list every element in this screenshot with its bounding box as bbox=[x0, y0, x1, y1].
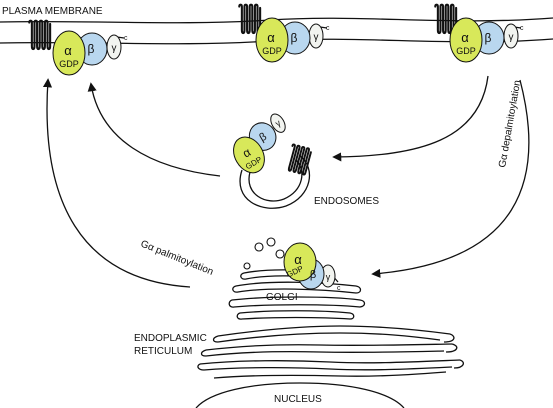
gamma-label: γ bbox=[509, 32, 514, 43]
beta-label: β bbox=[88, 42, 95, 56]
nucleus bbox=[195, 382, 405, 408]
gamma-label: γ bbox=[112, 43, 117, 54]
plasma-membrane-label: PLASMA MEMBRANE bbox=[2, 6, 103, 17]
c-tail-label: c bbox=[337, 285, 341, 292]
er-label-line1: ENDOPLASMIC bbox=[134, 333, 207, 344]
heterotrimer-icon: α GDP β γ c bbox=[283, 242, 341, 292]
receptor-icon bbox=[27, 19, 52, 51]
golgi-vesicles bbox=[243, 237, 285, 270]
heterotrimer-icon: α GDP β γ bbox=[233, 113, 286, 174]
gdp-label: GDP bbox=[456, 46, 476, 56]
receptor-icon bbox=[237, 3, 262, 35]
heterotrimer-icon: α GDP β γ c bbox=[52, 30, 128, 76]
recycling-arrow bbox=[87, 82, 221, 177]
c-tail-label: c bbox=[326, 25, 330, 32]
gamma-label: γ bbox=[274, 117, 283, 128]
beta-label: β bbox=[310, 269, 316, 281]
er-label-line2: RETICULUM bbox=[134, 346, 192, 357]
gamma-label: γ bbox=[314, 32, 319, 43]
c-tail-label: c bbox=[124, 35, 128, 42]
heterotrimer-icon: α GDP β γ c bbox=[255, 17, 330, 63]
heterotrimer-icon: α GDP β γ c bbox=[449, 17, 524, 63]
gdp-label: GDP bbox=[262, 46, 282, 56]
gdp-label: GDP bbox=[59, 59, 79, 69]
receptor-icon bbox=[284, 143, 313, 176]
alpha-label: α bbox=[267, 30, 275, 45]
palmitoylation-arrow bbox=[42, 78, 191, 288]
endoplasmic-reticulum bbox=[197, 325, 465, 379]
beta-label: β bbox=[291, 31, 298, 45]
internalization-arrow bbox=[332, 75, 489, 162]
golgi-label: GOLGI bbox=[266, 292, 298, 303]
palmitoylation-label: Gα palmitoylation bbox=[139, 239, 215, 278]
depalmitoylation-arrow bbox=[371, 79, 530, 278]
beta-label: β bbox=[485, 31, 492, 45]
alpha-label: α bbox=[64, 43, 72, 58]
beta-label: β bbox=[257, 131, 268, 145]
c-tail-label: c bbox=[520, 25, 524, 32]
gamma-label: γ bbox=[326, 272, 331, 282]
alpha-label: α bbox=[461, 30, 469, 45]
nucleus-label: NUCLEUS bbox=[274, 394, 322, 405]
endosomes-label: ENDOSOMES bbox=[314, 196, 379, 207]
alpha-label: α bbox=[294, 252, 302, 267]
depalmitoylation-label: Gα depalmitoylation bbox=[497, 79, 523, 168]
